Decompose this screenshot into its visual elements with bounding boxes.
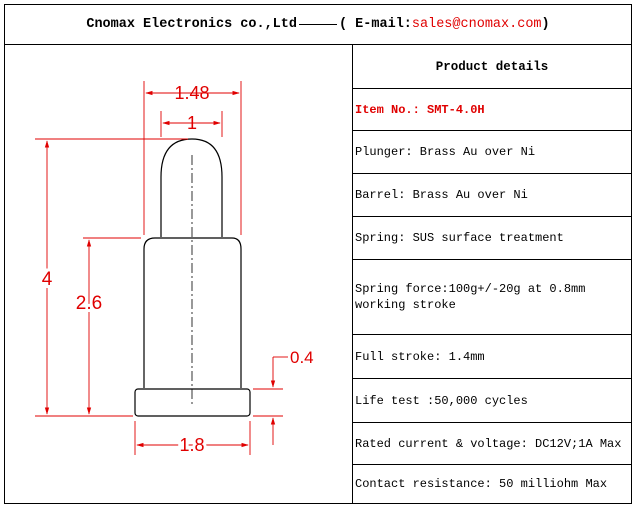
extension-lines [35, 81, 283, 455]
dim-label-base-thickness: 0.4 [290, 348, 314, 367]
spec-sheet: Cnomax Electronics co.,Ltd ( E-mail: sal… [4, 4, 632, 504]
company-name: Cnomax Electronics co.,Ltd [86, 17, 297, 32]
product-details-table: Product details Item No.: SMT-4.0H Plung… [353, 45, 631, 503]
dim-label-top-width: 1.48 [174, 83, 209, 103]
spring-force-spec: Spring force:100g+/-20g at 0.8mm working… [353, 260, 631, 335]
life-test-spec: Life test :50,000 cycles [353, 379, 631, 423]
base-outline [134, 388, 251, 417]
pogo-pin-drawing: 1.48 1 4 2.6 1.8 0.4 [35, 81, 314, 458]
header-bar: Cnomax Electronics co.,Ltd ( E-mail: sal… [5, 5, 631, 45]
rated-spec: Rated current & voltage: DC12V;1A Max [353, 423, 631, 465]
dim-label-base-width: 1.8 [179, 435, 204, 455]
part-outline [134, 138, 251, 417]
dim-label-total-height: 4 [42, 269, 53, 290]
email-link[interactable]: sales@cnomax.com [411, 17, 542, 32]
email-suffix: ) [541, 17, 550, 32]
spring-spec: Spring: SUS surface treatment [353, 217, 631, 260]
plunger-outline [160, 138, 223, 237]
barrel-spec: Barrel: Brass Au over Ni [353, 174, 631, 217]
header-divider-line [298, 24, 337, 25]
dim-label-barrel-height: 2.6 [76, 293, 102, 314]
dimension-lines [44, 90, 288, 448]
details-title: Product details [353, 45, 631, 89]
contact-resistance-spec: Contact resistance: 50 milliohm Max [355, 477, 608, 491]
plunger-spec: Plunger: Brass Au over Ni [353, 131, 631, 174]
full-stroke-spec: Full stroke: 1.4mm [353, 335, 631, 379]
dim-label-tip-width: 1 [187, 113, 197, 133]
item-number: Item No.: SMT-4.0H [353, 89, 631, 131]
email-prefix: ( E-mail: [338, 17, 412, 32]
technical-drawing: 1.48 1 4 2.6 1.8 0.4 [5, 45, 353, 503]
barrel-outline [143, 237, 242, 388]
